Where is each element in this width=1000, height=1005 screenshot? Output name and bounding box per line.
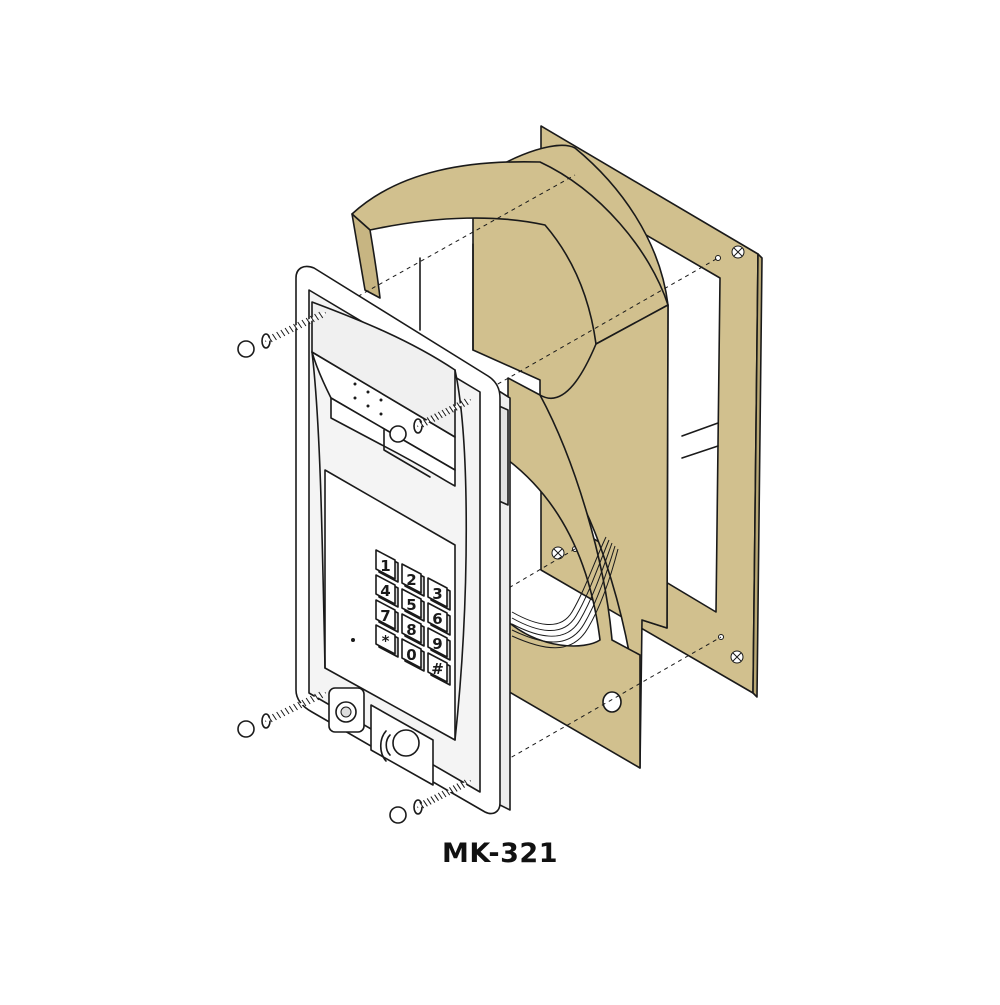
keypad-key: 0 xyxy=(401,638,425,672)
keypad-key-label: # xyxy=(431,660,444,678)
keypad-key: 2 xyxy=(401,563,425,597)
keypad-key-label: 0 xyxy=(406,646,416,664)
keypad-key: 4 xyxy=(375,574,399,608)
screw-icon xyxy=(389,779,471,824)
keypad-key-label: * xyxy=(382,632,390,650)
keypad-key-label: 4 xyxy=(380,582,390,600)
call-button xyxy=(370,704,434,786)
keypad-key-label: 7 xyxy=(380,607,390,625)
model-caption: MK-321 xyxy=(441,838,558,869)
keypad-key: # xyxy=(427,652,451,686)
alignment-lines xyxy=(329,174,722,782)
keypad-key-label: 6 xyxy=(432,610,442,628)
keypad-key-label: 2 xyxy=(406,571,416,589)
screw-icon xyxy=(237,691,326,738)
intercom-panel: 123 456 789 * 0 # xyxy=(295,265,511,815)
keypad-key: 8 xyxy=(401,613,425,647)
camera-lens xyxy=(328,687,365,733)
speaker-holes xyxy=(353,382,383,416)
keypad: 123 456 789 * 0 # xyxy=(375,549,451,686)
keypad-key: 3 xyxy=(427,577,451,611)
keypad-key-label: 3 xyxy=(432,585,442,603)
keypad-key: 5 xyxy=(401,588,425,622)
keypad-key: 9 xyxy=(427,627,451,661)
keypad-key-label: 1 xyxy=(380,557,390,575)
cable-bundle xyxy=(511,536,619,649)
screw-icon xyxy=(237,311,326,358)
rain-hood xyxy=(351,144,719,769)
keypad-key: * xyxy=(375,624,399,658)
keypad-key: 1 xyxy=(375,549,399,583)
keypad-key-label: 5 xyxy=(406,596,416,614)
keypad-key-label: 9 xyxy=(432,635,442,653)
screws xyxy=(237,311,471,824)
keypad-key: 6 xyxy=(427,602,451,636)
keypad-key-label: 8 xyxy=(406,621,416,639)
keypad-key: 7 xyxy=(375,599,399,633)
screw-icon xyxy=(389,398,471,443)
